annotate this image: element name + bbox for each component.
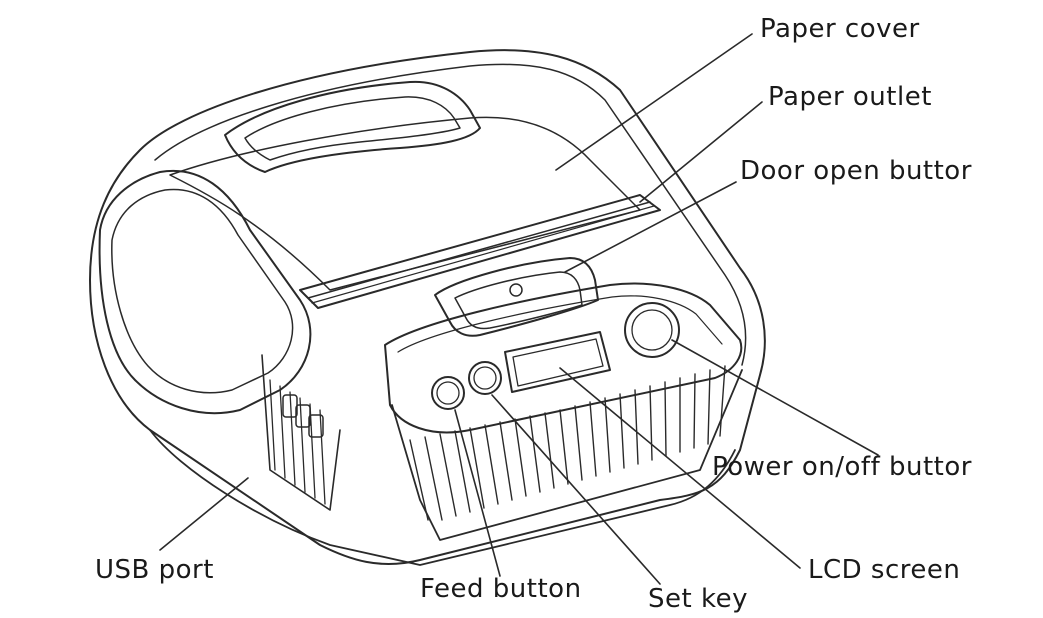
label-lcd-screen: LCD screen bbox=[808, 555, 961, 585]
paper-cover-panel bbox=[169, 116, 641, 291]
label-usb-port: USB port bbox=[95, 555, 214, 585]
label-door-open-button: Door open buttor bbox=[740, 156, 972, 186]
side-wall bbox=[261, 354, 341, 511]
base-outline bbox=[149, 429, 736, 566]
label-feed-button: Feed button bbox=[420, 574, 582, 604]
side-ribs bbox=[269, 379, 326, 505]
power-button-shape bbox=[624, 302, 680, 358]
cover-grip-inner bbox=[244, 96, 461, 161]
usb-port-shape bbox=[282, 394, 324, 438]
printer-body-outline bbox=[89, 49, 766, 566]
feed-button-shape bbox=[431, 376, 465, 410]
paper-outlet-slot bbox=[299, 194, 661, 309]
door-open-button bbox=[434, 257, 599, 337]
control-panel bbox=[384, 282, 743, 434]
label-paper-outlet: Paper outlet bbox=[768, 82, 932, 112]
leader-lines bbox=[159, 33, 879, 585]
lcd-screen-shape bbox=[504, 331, 611, 393]
label-paper-cover: Paper cover bbox=[760, 14, 920, 44]
front-wall bbox=[391, 369, 743, 541]
front-ribs bbox=[409, 365, 726, 521]
left-housing bbox=[98, 169, 312, 415]
cover-grip bbox=[224, 80, 481, 173]
set-key-shape bbox=[468, 361, 502, 395]
left-housing-inner bbox=[111, 188, 294, 394]
label-power-button: Power on/off buttor bbox=[712, 452, 972, 482]
printer-body-inner bbox=[154, 63, 747, 366]
label-set-key: Set key bbox=[648, 584, 748, 614]
